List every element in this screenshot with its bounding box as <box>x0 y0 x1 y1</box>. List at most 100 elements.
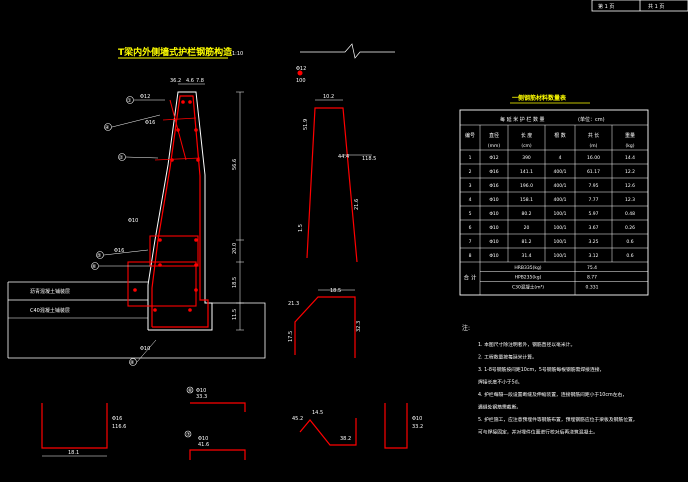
callout-4: ④ <box>105 125 110 131</box>
dim-l1-r: 44.4 <box>338 154 349 160</box>
table-cell: 5.97 <box>588 211 598 217</box>
table-cell: Φ10 <box>489 239 498 245</box>
table-cell: 390 <box>522 155 531 161</box>
label-phi16-upper: Φ16 <box>145 120 155 126</box>
dim-s3-top: 18.5 <box>330 288 341 294</box>
sheet-page-cell: 第 1 页 <box>598 3 614 10</box>
callout-6: ⑥ <box>92 264 97 270</box>
table-summary-value: 8.77 <box>587 275 597 281</box>
deck-label-concrete: C40混凝土铺装层 <box>30 307 70 314</box>
callout-6-detail: ⑥ <box>188 388 193 394</box>
table-summary-value: 0.331 <box>586 284 599 290</box>
dim-s6-b: 33.3 <box>196 394 207 400</box>
table-cell: 4 <box>559 155 562 161</box>
table-summary-key: HRB335(kg) <box>514 265 541 271</box>
dim-right-2: 20.0 <box>232 243 238 254</box>
table-cell: 100/1 <box>554 239 567 245</box>
dim-right-1: 56.6 <box>232 159 238 170</box>
bar-detail-6: Φ10 33.3 ⑥ <box>186 386 246 412</box>
bar-detail-3: 18.5 21.3 17.5 32.3 <box>288 288 362 358</box>
table-cell: 6 <box>469 225 472 231</box>
table-cell: 0.6 <box>626 239 633 245</box>
main-scale: 1:10 <box>232 51 243 57</box>
label-phi10-bottom: Φ10 <box>140 346 150 352</box>
table-col-header: 重量 <box>625 132 635 139</box>
table-cell: 4 <box>469 197 472 203</box>
table-summary-key: HPB235(kg) <box>515 275 542 281</box>
table-cell: 8 <box>469 253 472 259</box>
table-cell: 61.17 <box>587 169 600 175</box>
dim-l1-side: 21.6 <box>354 199 360 210</box>
bar-detail-5: 18.1 Φ16 116.6 <box>41 403 126 457</box>
table-header-unit: (单位：cm) <box>578 116 605 123</box>
table-cell: Φ16 <box>489 183 498 189</box>
callout-7-detail: ⑦ <box>186 432 191 438</box>
table-cell: 400/1 <box>554 183 567 189</box>
table-cell: 196.0 <box>520 183 533 189</box>
dim-s6-a: Φ10 <box>196 388 206 394</box>
table-cell: 12.2 <box>625 169 635 175</box>
table-summary-value: 75.4 <box>587 265 597 271</box>
table-cell: 141.1 <box>520 169 533 175</box>
dim-s5-b: 116.6 <box>112 424 126 430</box>
table-cell: 31.4 <box>521 253 531 259</box>
callout-2: ② <box>119 155 124 161</box>
dim-top-b: 4.6 <box>186 78 194 84</box>
deck-label-asphalt: 沥青混凝土铺装层 <box>30 288 70 295</box>
hook-label-b: 100 <box>296 78 306 84</box>
table-cell: Φ10 <box>489 211 498 217</box>
dim-s3-b: 17.5 <box>288 331 294 342</box>
dim-s8-c: 45.2 <box>292 416 303 422</box>
table-cell: 7.95 <box>588 183 598 189</box>
sheet-total-cell: 共 1 页 <box>648 3 664 10</box>
notes-header: 注: <box>462 324 470 332</box>
table-cell: 100/1 <box>554 211 567 217</box>
table-cell: 3.25 <box>588 239 598 245</box>
table-cell: 3 <box>469 183 472 189</box>
table-cell: Φ10 <box>489 197 498 203</box>
dim-l1-b: 118.5 <box>362 156 376 162</box>
table-col-header: 长 度 <box>521 132 533 139</box>
table-cell: Φ10 <box>489 225 498 231</box>
dim-l1-left: 51.9 <box>303 119 309 130</box>
table-col-header: 直径 <box>489 132 499 139</box>
dim-right-3: 18.5 <box>232 277 238 288</box>
notes-item: 焊接长度不小于5d。 <box>478 379 522 386</box>
notes-item: 4. 护栏每隔一段设置断缝及伸缩装置，连接钢筋间距小于10cm左右， <box>478 391 627 398</box>
notes-item: 可与焊接固定，并对埋件位置进行校对后再浇筑混凝土。 <box>478 429 598 436</box>
table-cell: 1 <box>469 155 472 161</box>
table-col-unit: (cm) <box>521 143 532 149</box>
table-cell: 16.00 <box>587 155 600 161</box>
bar-detail-2: 10.2 51.9 44.4 118.5 21.6 1.5 <box>298 94 376 263</box>
dim-s3-a: 21.3 <box>288 301 299 307</box>
dim-s9-a: Φ10 <box>412 416 422 422</box>
notes-item: 3. 1-8号钢筋按间距10cm，5号钢筋每根钢筋需焊接连接， <box>478 366 604 373</box>
table-cell: 3.67 <box>588 225 598 231</box>
table-col-header: 共 长 <box>588 132 600 139</box>
table-cell: 20 <box>524 225 530 231</box>
table-cell: 400/1 <box>554 169 567 175</box>
table-cell: 3.12 <box>588 253 598 259</box>
table-col-unit: (mm) <box>488 143 501 149</box>
table-cell: 0.48 <box>625 211 635 217</box>
label-phi16-lower: Φ16 <box>114 248 124 254</box>
dim-s5-base: 18.1 <box>68 450 79 456</box>
table-cell: Φ10 <box>489 253 498 259</box>
dim-s9-b: 33.2 <box>412 424 423 430</box>
table-cell: Φ16 <box>489 169 498 175</box>
label-phi12-top: Φ12 <box>140 94 150 100</box>
dim-top-c: 7.8 <box>196 78 204 84</box>
callout-1: ① <box>127 98 132 104</box>
bar-detail-8: 14.5 38.2 45.2 <box>292 410 357 446</box>
dim-s8-b: 38.2 <box>340 436 351 442</box>
table-cell: 100/1 <box>554 253 567 259</box>
table-cell: 81.2 <box>521 239 531 245</box>
dim-top-a: 36.2 <box>170 78 181 84</box>
table-cell: 7.77 <box>588 197 598 203</box>
label-phi10-mid: Φ10 <box>128 218 138 224</box>
material-table: 一侧钢筋材料数量表 每 延 米 护 栏 数 量 (单位：cm) 编号直径(mm)… <box>459 94 649 296</box>
notes-block: 注: 1. 本图尺寸除注明者外，钢筋直径以毫米计。2. 工程数量按每延米计算。3… <box>462 324 638 436</box>
table-cell: 2 <box>469 169 472 175</box>
table-col-unit: (kg) <box>626 143 635 149</box>
